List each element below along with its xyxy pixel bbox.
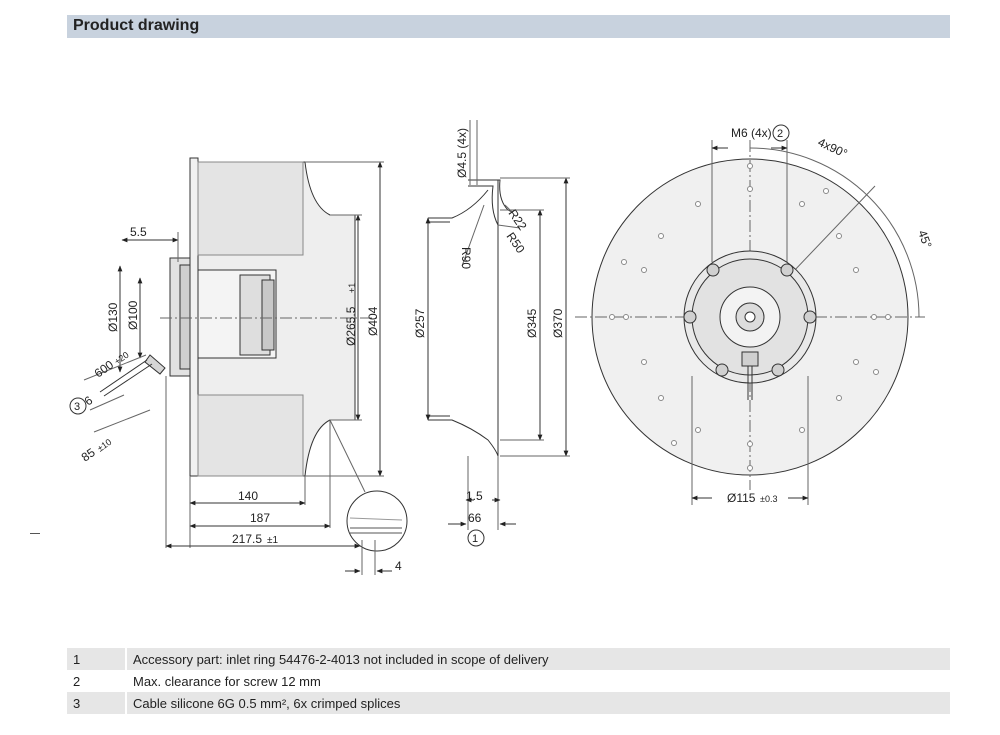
notes-table: 1 Accessory part: inlet ring 54476-2-401… — [67, 648, 950, 714]
dim-100: Ø100 — [126, 300, 140, 330]
dim-600: 600 — [92, 357, 117, 380]
dim-1-5: 1.5 — [466, 489, 483, 503]
dim-265: Ø265.5 — [344, 306, 358, 346]
dim-r90: R90 — [459, 247, 473, 269]
marker-1: 1 — [472, 533, 478, 545]
inlet-ring-section — [425, 120, 570, 547]
dim-345: Ø345 — [525, 308, 539, 338]
dim-217: 217.5 — [232, 532, 262, 546]
marker-3: 3 — [74, 401, 80, 413]
marker-2: 2 — [777, 128, 783, 140]
dim-257: Ø257 — [413, 308, 427, 338]
note-number: 2 — [73, 673, 81, 689]
note-number: 3 — [67, 692, 126, 714]
section-title: Product drawing — [73, 17, 200, 34]
dim-404: Ø404 — [366, 306, 380, 336]
dim-4-5: Ø4.5 (4x) — [455, 128, 469, 178]
dim-45: 45° — [915, 228, 934, 250]
dim-140: 140 — [238, 489, 258, 503]
dim-217-tol: ±1 — [267, 535, 278, 546]
dim-115-tol: ±0.3 — [760, 494, 777, 504]
dim-66: 66 — [468, 511, 482, 525]
dim-187: 187 — [250, 511, 270, 525]
product-drawing: 5.5 Ø130 Ø100 Ø265.5 +1 Ø404 600 +20 6 8… — [69, 120, 935, 575]
note-number: 1 — [67, 648, 126, 670]
section-header: Product drawing — [67, 15, 950, 38]
dim-r50: R50 — [504, 230, 528, 256]
dim-4: 4 — [395, 559, 402, 573]
section-view-labels: Ø4.5 (4x) R22 R50 R90 Ø257 Ø345 Ø370 1.5… — [413, 128, 565, 545]
front-view — [575, 124, 925, 505]
dim-600-tol: +20 — [112, 350, 130, 367]
dim-130: Ø130 — [106, 302, 120, 332]
dim-85-tol: ±10 — [95, 437, 113, 454]
dim-5-5: 5.5 — [130, 225, 147, 239]
side-view — [69, 157, 408, 575]
dim-370: Ø370 — [551, 308, 565, 338]
notes-row: 3 Cable silicone 6G 0.5 mm², 6x crimped … — [67, 692, 950, 714]
dim-4x90: 4x90° — [816, 135, 850, 161]
dim-85: 85 — [79, 445, 98, 464]
dim-m6: M6 (4x) — [731, 126, 772, 140]
note-text: Cable silicone 6G 0.5 mm², 6x crimped sp… — [125, 692, 950, 714]
note-text: Accessory part: inlet ring 54476-2-4013 … — [125, 648, 950, 670]
notes-row: 2 Max. clearance for screw 12 mm — [67, 670, 950, 692]
dim-115: Ø115 — [727, 491, 756, 505]
notes-row: 1 Accessory part: inlet ring 54476-2-401… — [67, 648, 950, 670]
dim-265-tol: +1 — [347, 283, 357, 293]
margin-mark — [30, 533, 40, 534]
note-text: Max. clearance for screw 12 mm — [125, 670, 950, 692]
